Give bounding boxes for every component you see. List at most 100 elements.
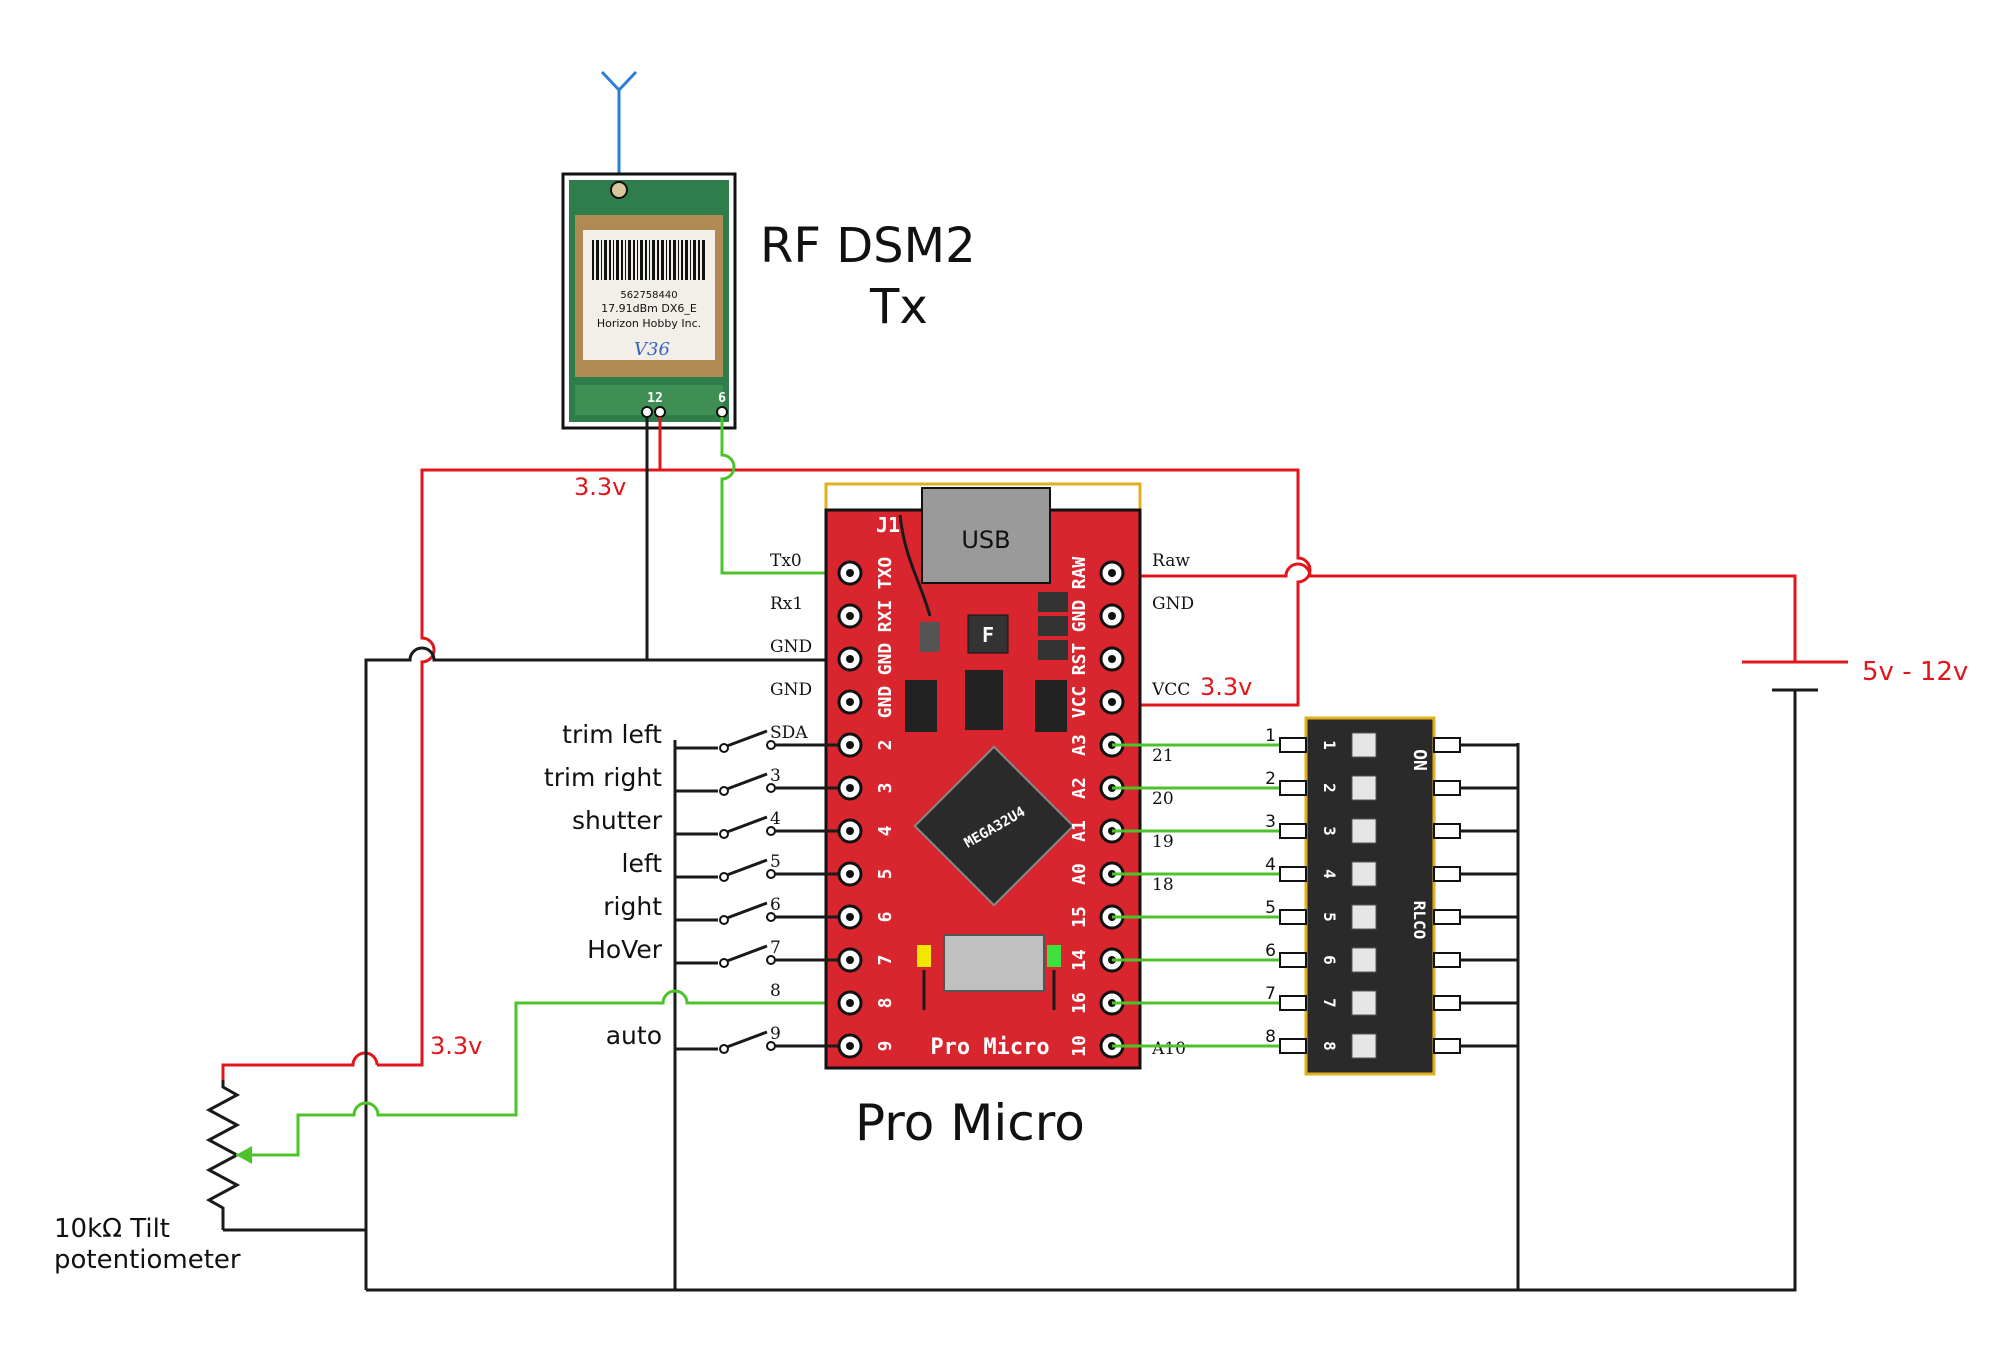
right-silk-0: RAW (1069, 557, 1090, 590)
right-pin-label-5: 20 (1152, 789, 1174, 809)
dip-silk-number-6: 7 (1320, 998, 1339, 1008)
right-pin-label-11: A10 (1151, 1039, 1186, 1059)
rf-label-line3: Horizon Hobby Inc. (597, 317, 701, 330)
left-silk-3: GND (875, 686, 896, 719)
dip-number-6: 7 (1265, 984, 1276, 1004)
left-pin-label-5: 3 (770, 766, 781, 786)
right-silk-5: A2 (1069, 777, 1090, 799)
potentiometer-icon (205, 1080, 260, 1230)
dip-toggle-5 (1351, 947, 1377, 973)
dip-right-pin-4 (1433, 909, 1461, 925)
board-title: Pro Micro (855, 1094, 1085, 1152)
dip-silk-number-7: 8 (1320, 1041, 1339, 1051)
switch-label-4: right (603, 892, 662, 921)
vcc-rail-wires (221, 417, 1797, 1080)
left-silk-8: 6 (875, 912, 896, 923)
right-silk-11: 10 (1069, 1035, 1090, 1057)
vcc-label-top: 3.3v (574, 473, 626, 501)
dip-number-4: 5 (1265, 898, 1276, 918)
dip-side-text: RLCO (1410, 901, 1429, 940)
dip-number-7: 8 (1265, 1027, 1276, 1047)
left-pin-label-2: GND (770, 637, 812, 657)
rf-pins-6: 6 (718, 391, 726, 406)
board-silk-name: Pro Micro (930, 1035, 1049, 1060)
switch-label-1: trim right (544, 763, 662, 792)
data-wires (236, 417, 850, 1157)
left-pin-label-7: 5 (770, 852, 781, 872)
regulator-2 (1035, 680, 1067, 732)
rf-label-handwritten: V36 (634, 339, 670, 360)
left-pin-label-4: SDA (770, 723, 808, 743)
right-silk-1: GND (1069, 600, 1090, 633)
right-silk-4: A3 (1069, 734, 1090, 756)
dip-right-pin-2 (1433, 823, 1461, 839)
right-silk-10: 16 (1069, 992, 1090, 1014)
dip-silk-number-4: 5 (1320, 912, 1339, 922)
left-silk-10: 8 (875, 998, 896, 1009)
dip-silk-number-5: 6 (1320, 955, 1339, 965)
left-silk-0: TXO (875, 557, 896, 590)
pot-label-line2: potentiometer (54, 1245, 241, 1275)
dip-on-label: ON (1409, 749, 1430, 771)
chip-f (967, 614, 1009, 654)
left-pin-label-10: 8 (770, 981, 781, 1001)
ldo (965, 670, 1003, 730)
left-silk-9: 7 (875, 955, 896, 966)
rf-pin-data (716, 406, 728, 418)
switch-label-5: HoVer (587, 935, 663, 964)
dip-number-0: 1 (1265, 726, 1276, 746)
left-pin-label-1: Rx1 (770, 594, 803, 614)
dip-silk-number-0: 1 (1320, 740, 1339, 750)
rf-pins-12: 12 (647, 391, 663, 406)
rf-pin-gnd (641, 406, 653, 418)
right-silk-3: VCC (1069, 686, 1090, 719)
switch-lever-7 (726, 1030, 768, 1049)
regulator (905, 680, 937, 732)
right-pin-label-1: GND (1152, 594, 1194, 614)
left-silk-4: 2 (875, 740, 896, 751)
switch-label-2: shutter (572, 806, 663, 835)
left-silk-6: 4 (875, 825, 896, 836)
dip-number-5: 6 (1265, 941, 1276, 961)
right-pin-label-0: Raw (1152, 551, 1190, 571)
left-silk-7: 5 (875, 869, 896, 880)
left-silk-1: RXI (875, 600, 896, 633)
right-pin-label-3: VCC (1151, 680, 1190, 700)
right-silk-9: 14 (1069, 949, 1090, 971)
dip-left-pin-4 (1279, 909, 1307, 925)
battery-icon (1742, 660, 1848, 692)
dip-toggle-3 (1351, 861, 1377, 887)
dip-left-pin-5 (1279, 952, 1307, 968)
right-pin-label-7: 18 (1152, 875, 1174, 895)
antenna-icon (600, 70, 638, 190)
right-pin-label-4: 21 (1152, 746, 1174, 766)
dip-left-pin-7 (1279, 1038, 1307, 1054)
dip-silk-number-3: 4 (1320, 869, 1339, 879)
dip-toggle-7 (1351, 1033, 1377, 1059)
left-pin-label-11: 9 (770, 1024, 781, 1044)
pro-micro-board: USB F MEGA32U4 Pro Micro J1 (824, 482, 1142, 1070)
switch-label-7: auto (606, 1021, 662, 1050)
switch-lever-2 (726, 815, 768, 834)
dip-left-pin-6 (1279, 995, 1307, 1011)
dip-right-pin-1 (1433, 780, 1461, 796)
barcode (591, 238, 707, 280)
switch-lever-1 (726, 772, 768, 791)
dip-toggle-4 (1351, 904, 1377, 930)
dip-right-pin-6 (1433, 995, 1461, 1011)
switch-label-3: left (622, 849, 663, 878)
dip-number-3: 4 (1265, 855, 1276, 875)
left-silk-5: 3 (875, 783, 896, 794)
dip-left-pin-1 (1279, 780, 1307, 796)
mcu-chip: MEGA32U4 (913, 745, 1075, 907)
left-silk-11: 9 (875, 1041, 896, 1052)
dip-body (1304, 716, 1436, 1076)
switch-lever-5 (726, 944, 768, 963)
usb-label: USB (961, 526, 1010, 554)
left-pin-label-8: 6 (770, 895, 781, 915)
pot-label-line1: 10kΩ Tilt (54, 1214, 170, 1244)
switch-label-0: trim left (562, 720, 662, 749)
dip-right-pin-3 (1433, 866, 1461, 882)
